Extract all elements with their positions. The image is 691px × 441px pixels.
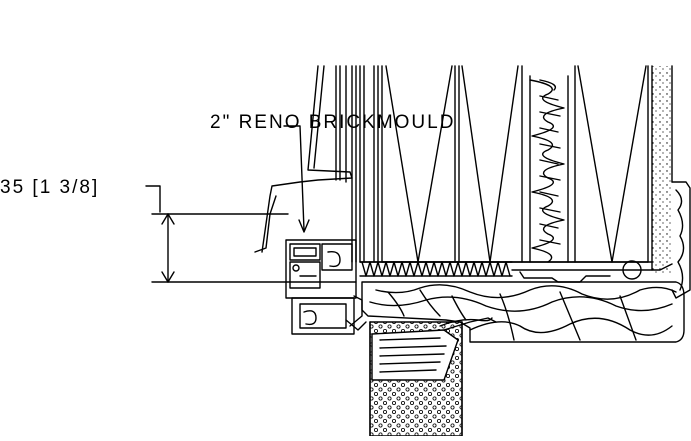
dimension-label: 35 [1 3/8] <box>0 177 100 198</box>
interior-finish <box>651 65 691 299</box>
brickmould-leader <box>283 125 310 233</box>
exterior-siding <box>254 65 353 253</box>
dimension-annotation <box>145 185 357 283</box>
brick-veneer <box>369 317 497 437</box>
wall-sheathing <box>351 65 379 263</box>
wall-framing <box>381 65 649 263</box>
window-frame-profile <box>285 239 367 335</box>
insulation-batt <box>529 75 569 263</box>
brickmould-label: 2" RENO BRICKMOULD <box>210 112 456 133</box>
wood-sill <box>361 281 685 343</box>
sealant-strip <box>359 261 513 277</box>
